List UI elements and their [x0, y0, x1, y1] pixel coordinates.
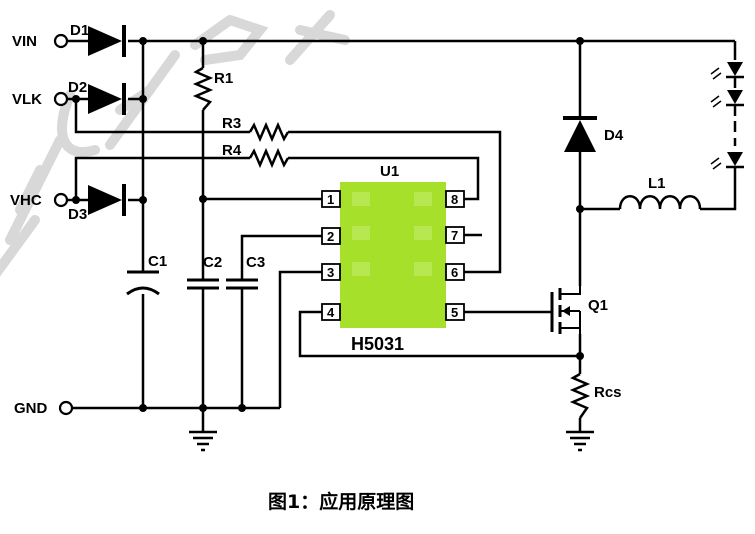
terminal-vlk: VLK — [12, 91, 69, 108]
led-1 — [710, 62, 744, 88]
diode-d1: D1 — [70, 22, 126, 57]
vin-label: VIN — [12, 33, 37, 50]
figure-caption: 图1：应用原理图 — [268, 490, 414, 513]
diode-d3: D3 — [68, 184, 126, 223]
pin-2: 2 — [327, 229, 334, 244]
resistor-r1: R1 — [192, 66, 233, 111]
mosfet-q1: Q1 — [550, 286, 608, 334]
r4-label: R4 — [222, 142, 242, 159]
c3-label: C3 — [246, 254, 265, 271]
rcs-label: Rcs — [594, 384, 622, 401]
ic-part-number: H5031 — [351, 334, 404, 354]
d1-label: D1 — [70, 22, 89, 39]
resistor-rcs: Rcs — [569, 372, 622, 419]
capacitor-c2: C2 — [187, 254, 222, 290]
led-3 — [710, 152, 744, 186]
d2-label: D2 — [68, 79, 87, 96]
r3-label: R3 — [222, 115, 241, 132]
terminal-vhc: VHC — [10, 192, 69, 209]
r1-label: R1 — [214, 70, 233, 87]
pin-1: 1 — [327, 192, 334, 207]
pin-6: 6 — [451, 265, 458, 280]
capacitor-c1: C1 — [126, 253, 167, 296]
q1-label: Q1 — [588, 297, 608, 314]
u1-label: U1 — [380, 163, 399, 180]
c1-label: C1 — [148, 253, 167, 270]
pin-5: 5 — [451, 305, 458, 320]
junction-dots — [72, 37, 584, 412]
diode-d2: D2 — [68, 79, 126, 115]
resistor-r4: R4 — [222, 142, 290, 169]
pin-7: 7 — [451, 228, 458, 243]
ic-body — [340, 182, 446, 328]
pin-3: 3 — [327, 265, 334, 280]
d4-label: D4 — [604, 127, 624, 144]
resistor-r3: R3 — [222, 115, 290, 143]
d3-label: D3 — [68, 206, 87, 223]
led-2 — [710, 90, 744, 110]
capacitor-c3: C3 — [226, 254, 265, 290]
vlk-label: VLK — [12, 91, 42, 108]
ground-symbol-right — [566, 430, 594, 452]
c2-label: C2 — [203, 254, 222, 271]
inductor-l1: L1 — [618, 175, 702, 210]
vhc-label: VHC — [10, 192, 42, 209]
diode-d4: D4 — [563, 116, 624, 152]
terminal-vin: VIN — [12, 33, 69, 50]
ground-symbol-left — [189, 430, 217, 452]
gnd-label: GND — [14, 400, 48, 417]
pin-4: 4 — [327, 305, 335, 320]
led-string — [710, 62, 744, 186]
ic-u1: U1 H5031 1 2 3 4 8 7 6 5 — [321, 163, 465, 354]
l1-label: L1 — [648, 175, 666, 192]
terminal-gnd: GND — [14, 400, 74, 417]
pin-8: 8 — [451, 192, 458, 207]
